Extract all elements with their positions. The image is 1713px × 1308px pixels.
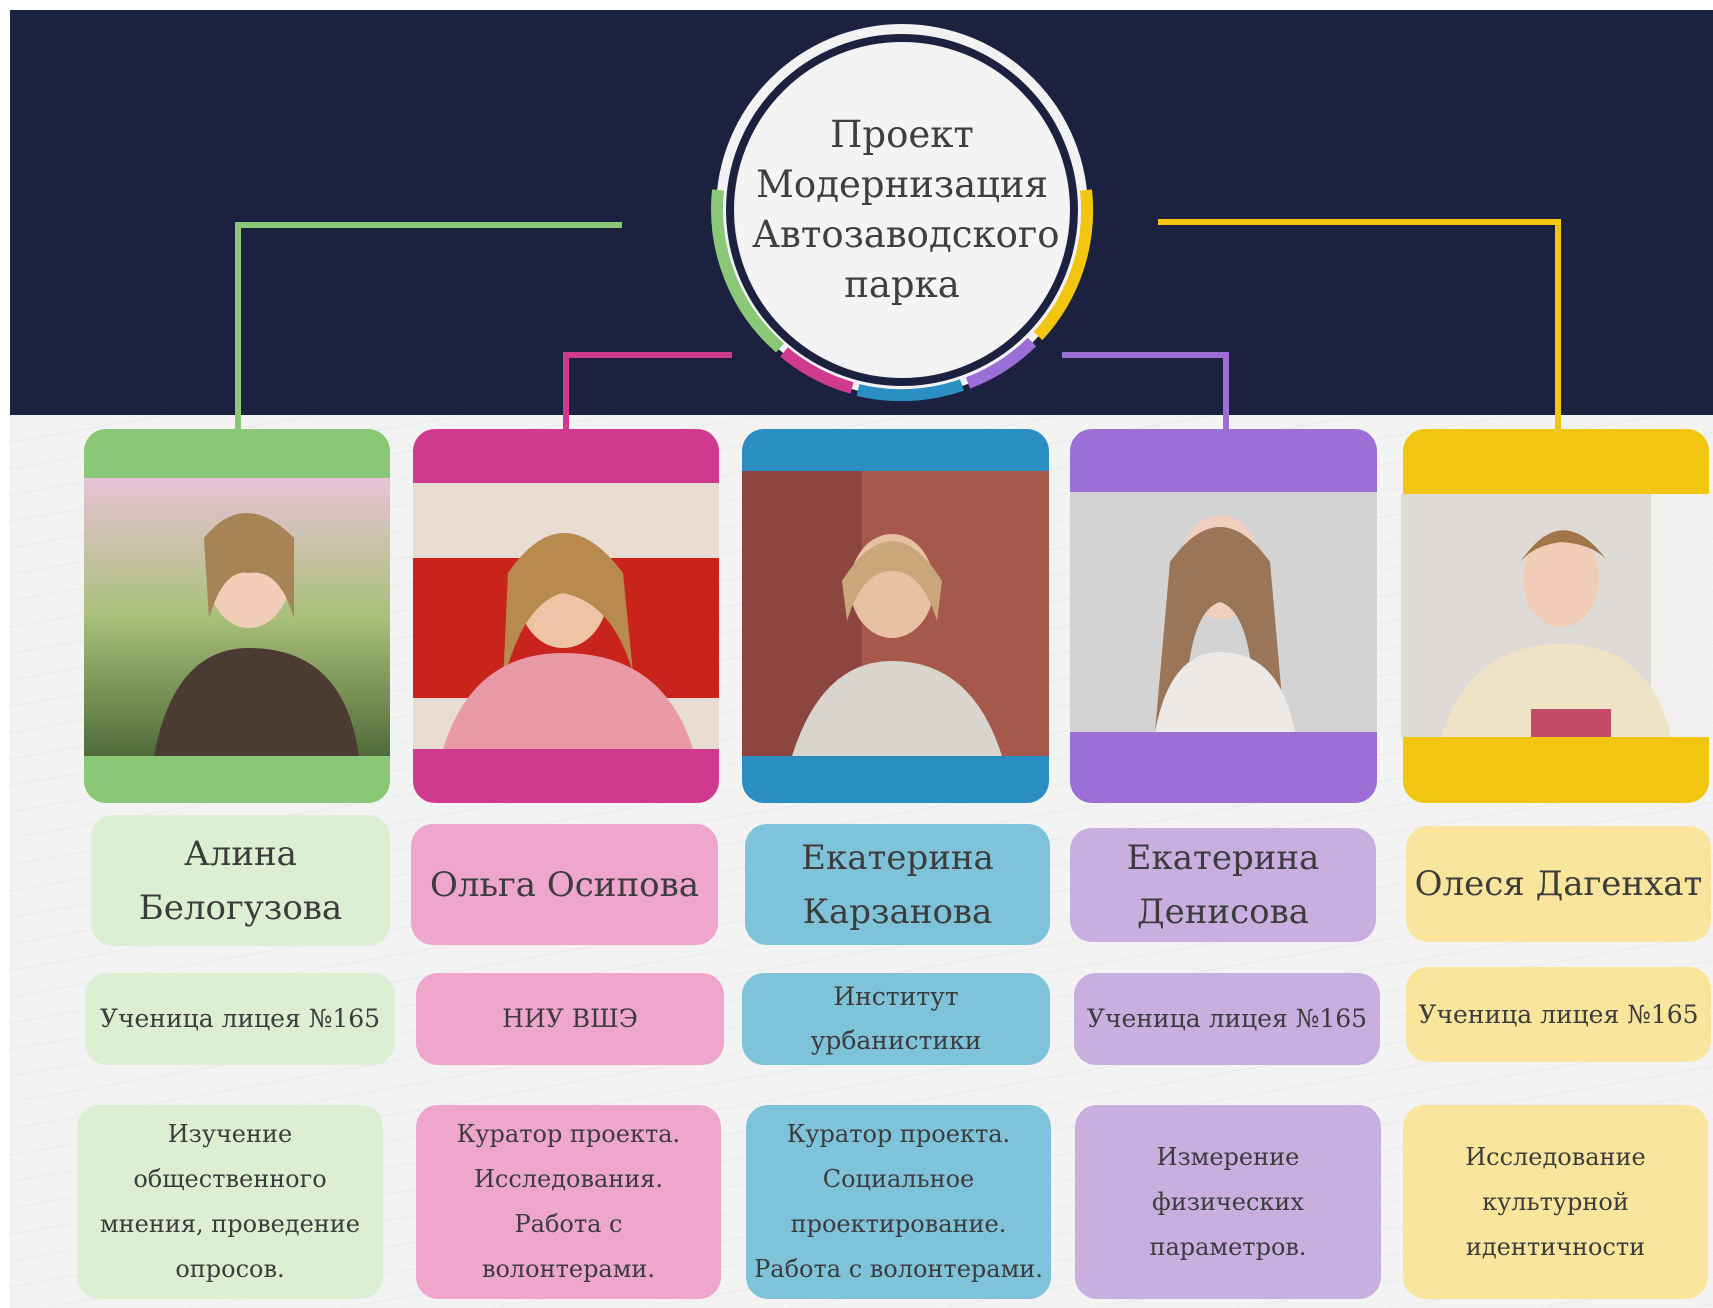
member-role-2: Куратор проекта. Исследования. Работа с … — [416, 1105, 721, 1299]
connector-purple — [1062, 352, 1229, 430]
connector-yellow — [1158, 219, 1561, 430]
member-organization-3: Институт урбанистики — [742, 973, 1050, 1065]
member-organization-1: Ученица лицея №165 — [85, 973, 395, 1065]
member-photo-1 — [84, 478, 390, 756]
member-name-4: Екатерина Денисова — [1070, 828, 1376, 942]
hub-ring — [711, 24, 1094, 402]
member-photo-2 — [413, 483, 719, 749]
member-name-2: Ольга Осипова — [411, 824, 718, 945]
ring-arc-magenta — [780, 347, 854, 394]
ring-arc-purple — [965, 337, 1037, 389]
member-role-1: Изучение общественного мнения, проведени… — [77, 1105, 383, 1299]
ring-arc-blue — [856, 379, 964, 402]
member-role-3: Куратор проекта. Социальное проектирован… — [746, 1105, 1051, 1299]
member-organization-4: Ученица лицея №165 — [1074, 973, 1380, 1065]
connector-magenta — [563, 352, 732, 430]
member-name-3: Екатерина Карзанова — [745, 824, 1050, 945]
member-organization-2: НИУ ВШЭ — [416, 973, 724, 1065]
member-role-4: Измерение физических параметров. — [1075, 1105, 1381, 1299]
project-hub: Проект Модернизация Автозаводского парка — [720, 28, 1084, 392]
member-photo-4 — [1070, 492, 1377, 732]
project-title: Проект Модернизация Автозаводского парка — [752, 113, 1060, 306]
ring-arc-green — [711, 189, 784, 353]
member-name-5: Олеся Дагенхат — [1406, 826, 1711, 942]
member-role-5: Исследование культурной идентичности — [1403, 1105, 1708, 1299]
connector-green — [235, 222, 622, 430]
member-organization-5: Ученица лицея №165 — [1406, 967, 1711, 1062]
member-photo-3 — [742, 471, 1049, 756]
member-name-1: Алина Белогузова — [91, 815, 390, 946]
ring-arc-yellow — [1033, 189, 1094, 341]
member-photo-5 — [1401, 494, 1711, 737]
